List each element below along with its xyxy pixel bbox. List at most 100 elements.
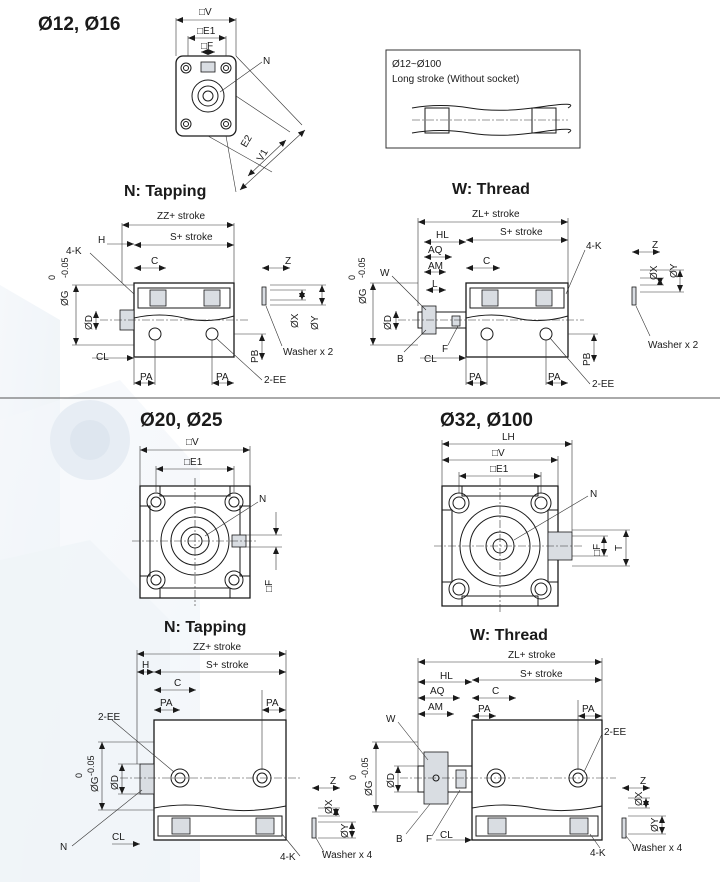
svg-text:0: 0 bbox=[347, 275, 357, 280]
svg-text:B: B bbox=[397, 354, 404, 365]
svg-text:B: B bbox=[396, 834, 403, 845]
svg-text:0: 0 bbox=[74, 773, 84, 778]
svg-text:N: N bbox=[263, 56, 270, 67]
svg-text:-0.05: -0.05 bbox=[60, 257, 70, 278]
svg-text:PA: PA bbox=[266, 698, 279, 709]
svg-text:N: N bbox=[60, 842, 67, 853]
svg-text:ZZ+ stroke: ZZ+ stroke bbox=[193, 642, 242, 653]
svg-text:C: C bbox=[151, 256, 158, 267]
svg-text:W: W bbox=[380, 268, 390, 279]
svg-text:Washer x 4: Washer x 4 bbox=[322, 850, 373, 861]
svg-text:Z: Z bbox=[330, 776, 336, 787]
section-title-20-25: Ø20, Ø25 bbox=[140, 410, 223, 431]
svg-text:□V: □V bbox=[186, 437, 199, 448]
svg-text:Washer x 2: Washer x 2 bbox=[283, 347, 334, 358]
svg-text:PB: PB bbox=[582, 352, 593, 366]
side-view-thread-top: ZL+ stroke S+ stroke HL AQ AM L C 4-K W … bbox=[347, 209, 699, 390]
svg-text:ØG: ØG bbox=[358, 288, 369, 304]
end-view-12-16: □V □E1 □F N E2 V1 bbox=[175, 7, 306, 193]
svg-text:ØX: ØX bbox=[649, 265, 660, 280]
svg-text:PA: PA bbox=[216, 372, 229, 383]
svg-text:AM: AM bbox=[428, 702, 443, 713]
svg-text:PB: PB bbox=[250, 349, 261, 363]
svg-text:CL: CL bbox=[96, 352, 109, 363]
svg-text:0: 0 bbox=[47, 275, 57, 280]
svg-text:ØX: ØX bbox=[324, 799, 335, 814]
long-stroke-box: Ø12~Ø100 Long stroke (Without socket) bbox=[385, 49, 581, 149]
svg-text:2-EE: 2-EE bbox=[604, 727, 627, 738]
svg-text:N: N bbox=[590, 489, 597, 500]
svg-text:4-K: 4-K bbox=[586, 241, 602, 252]
svg-text:Z: Z bbox=[640, 776, 646, 787]
heading-thread-bottom: W: Thread bbox=[470, 627, 548, 644]
svg-text:ØG: ØG bbox=[364, 780, 375, 796]
heading-tapping-bottom: N: Tapping bbox=[164, 619, 246, 636]
svg-text:PA: PA bbox=[160, 698, 173, 709]
svg-text:Long stroke (Without socket): Long stroke (Without socket) bbox=[392, 74, 519, 85]
svg-text:Ø12~Ø100: Ø12~Ø100 bbox=[392, 59, 442, 70]
side-view-tapping-top: ZZ+ stroke S+ stroke H 4-K C ØG 0 -0.05 … bbox=[47, 211, 334, 386]
svg-text:ZL+ stroke: ZL+ stroke bbox=[472, 209, 520, 220]
svg-text:V1: V1 bbox=[255, 147, 271, 163]
svg-text:4-K: 4-K bbox=[66, 246, 82, 257]
svg-text:LH: LH bbox=[502, 432, 515, 443]
end-view-20-25: □V □E1 N □F bbox=[132, 437, 282, 606]
svg-text:N: N bbox=[259, 494, 266, 505]
svg-text:ØY: ØY bbox=[650, 817, 661, 832]
svg-text:CL: CL bbox=[112, 832, 125, 843]
end-view-32-100: LH □V □E1 N □F T bbox=[434, 432, 630, 614]
svg-text:ØG: ØG bbox=[90, 776, 101, 792]
svg-text:□F: □F bbox=[592, 544, 603, 556]
svg-text:Z: Z bbox=[285, 256, 291, 267]
svg-text:ZZ+ stroke: ZZ+ stroke bbox=[157, 211, 206, 222]
heading-thread-top: W: Thread bbox=[452, 181, 530, 198]
svg-text:T: T bbox=[614, 545, 625, 551]
svg-text:HL: HL bbox=[436, 230, 449, 241]
svg-text:4-K: 4-K bbox=[280, 852, 296, 863]
svg-text:ØX: ØX bbox=[290, 313, 301, 328]
svg-text:PA: PA bbox=[548, 372, 561, 383]
svg-text:2-EE: 2-EE bbox=[98, 712, 121, 723]
svg-text:Washer x 2: Washer x 2 bbox=[648, 340, 699, 351]
svg-text:2-EE: 2-EE bbox=[592, 379, 615, 390]
svg-text:CL: CL bbox=[424, 354, 437, 365]
svg-text:-0.05: -0.05 bbox=[357, 257, 367, 278]
svg-text:PA: PA bbox=[478, 704, 491, 715]
svg-text:PA: PA bbox=[140, 372, 153, 383]
svg-text:□V: □V bbox=[199, 7, 212, 18]
svg-text:ØD: ØD bbox=[386, 773, 397, 788]
svg-text:H: H bbox=[98, 235, 105, 246]
section-title-12-16: Ø12, Ø16 bbox=[38, 14, 120, 35]
svg-text:0: 0 bbox=[348, 775, 358, 780]
svg-text:ØD: ØD bbox=[110, 775, 121, 790]
svg-text:□V: □V bbox=[492, 448, 505, 459]
svg-text:L: L bbox=[432, 279, 438, 290]
svg-text:C: C bbox=[483, 256, 490, 267]
svg-text:Washer x 4: Washer x 4 bbox=[632, 843, 683, 854]
svg-text:□E1: □E1 bbox=[490, 464, 509, 475]
svg-text:H: H bbox=[142, 660, 149, 671]
svg-text:AQ: AQ bbox=[430, 686, 445, 697]
svg-text:S+ stroke: S+ stroke bbox=[170, 232, 213, 243]
svg-text:HL: HL bbox=[440, 671, 453, 682]
svg-text:ØD: ØD bbox=[84, 315, 95, 330]
svg-text:ZL+ stroke: ZL+ stroke bbox=[508, 650, 556, 661]
svg-text:F: F bbox=[442, 344, 448, 355]
svg-text:ØY: ØY bbox=[669, 263, 680, 278]
svg-text:S+ stroke: S+ stroke bbox=[500, 227, 543, 238]
svg-text:S+ stroke: S+ stroke bbox=[520, 669, 563, 680]
svg-text:PA: PA bbox=[582, 704, 595, 715]
svg-text:-0.05: -0.05 bbox=[360, 757, 370, 778]
svg-text:-0.05: -0.05 bbox=[86, 755, 96, 776]
svg-text:F: F bbox=[426, 834, 432, 845]
svg-text:CL: CL bbox=[440, 830, 453, 841]
svg-text:Z: Z bbox=[652, 240, 658, 251]
svg-text:AQ: AQ bbox=[428, 245, 443, 256]
svg-text:ØX: ØX bbox=[634, 791, 645, 806]
svg-text:E2: E2 bbox=[239, 133, 255, 149]
svg-text:ØY: ØY bbox=[310, 315, 321, 330]
svg-text:C: C bbox=[492, 686, 499, 697]
svg-text:W: W bbox=[386, 714, 396, 725]
svg-text:ØY: ØY bbox=[340, 823, 351, 838]
